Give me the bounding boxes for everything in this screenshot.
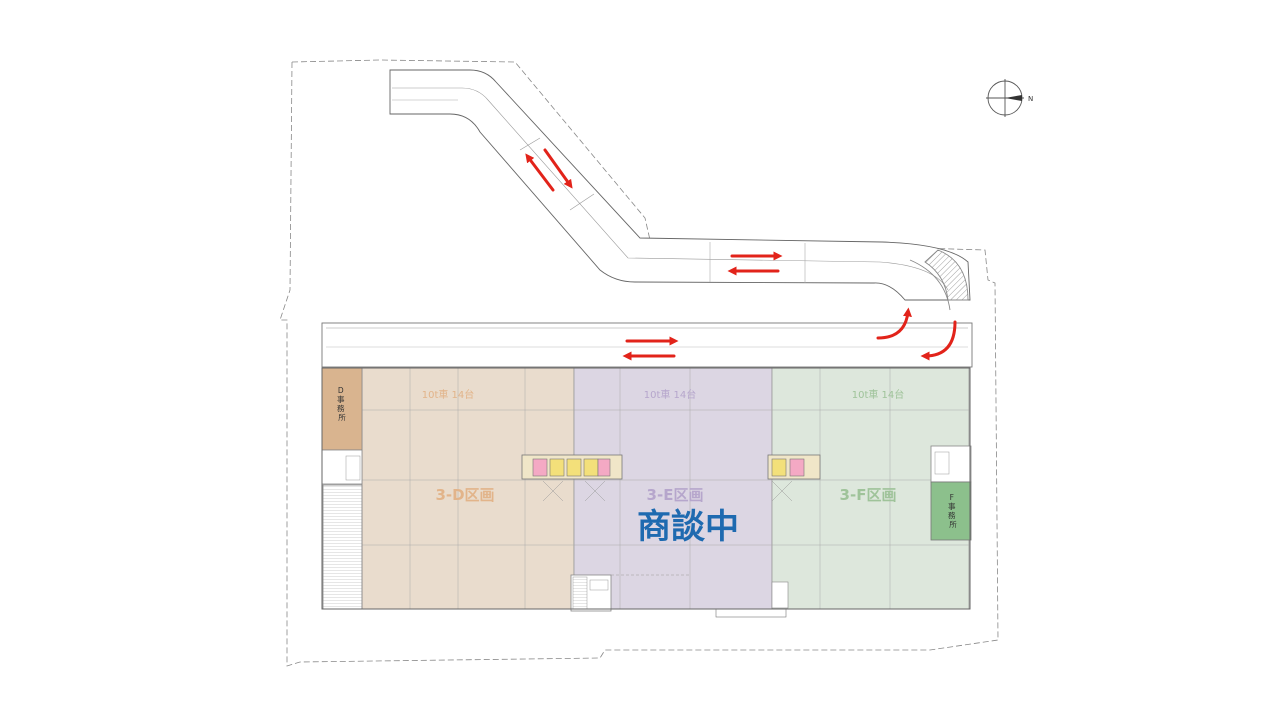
zone-3e-name: 3-E区画 (647, 486, 704, 504)
core-ef (767, 454, 821, 502)
arrow-turn-up (876, 307, 912, 340)
arrow-ramp-down (543, 148, 573, 189)
truck-corridor (321, 322, 973, 368)
status-label: 商談中 (637, 507, 739, 547)
stair-f-bottom (771, 581, 789, 609)
compass-label: N (1028, 95, 1033, 103)
stair-block-d (322, 484, 363, 610)
loading-dock-bottom (715, 608, 787, 618)
access-ramp (389, 69, 971, 311)
office-d: D 事 務 所 (321, 367, 363, 485)
compass: N (986, 79, 1033, 117)
zone-3d-truck-label: 10t車 14台 (422, 388, 475, 401)
zone-3d-name: 3-D区画 (435, 486, 494, 504)
office-f-label: F 事 務 所 (948, 493, 958, 529)
stair-e-bottom (570, 574, 690, 612)
column-grid (362, 368, 969, 609)
zone-3e-area (573, 367, 773, 610)
traffic-arrows (525, 148, 957, 361)
zone-3f-truck-label: 10t車 14台 (852, 388, 905, 401)
core-de (521, 454, 623, 502)
office-f: F 事 務 所 (930, 445, 972, 541)
arrow-turn-down (920, 320, 957, 361)
zone-3f-name: 3-F区画 (840, 486, 897, 504)
building-outline (321, 367, 971, 610)
office-d-label: D 事 務 所 (337, 386, 347, 422)
site-boundary (279, 59, 999, 667)
zone-3e-truck-label: 10t車 14台 (644, 388, 697, 401)
arrow-ramp-up (525, 153, 555, 192)
